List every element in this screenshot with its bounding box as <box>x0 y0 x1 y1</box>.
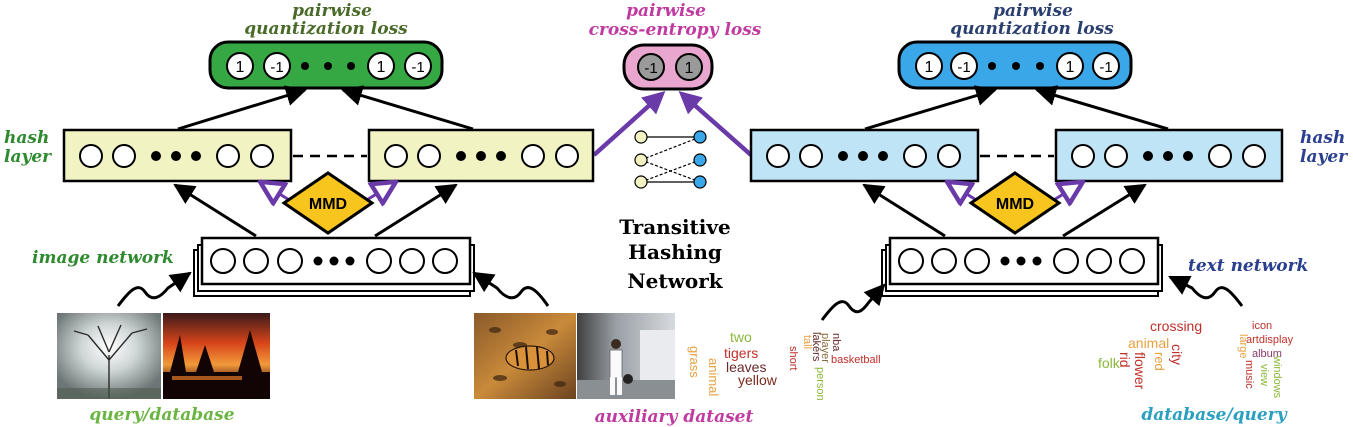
tag-word: tigers <box>724 345 758 361</box>
network-to-hash-arrows <box>173 183 1147 238</box>
db-word-cloud: crossing animal folk rid flower red city… <box>1098 318 1294 399</box>
hash-layer-label-right: hash <box>1300 128 1345 148</box>
mmd-label-right: MMD <box>996 196 1034 213</box>
tag-word: player <box>819 333 831 363</box>
right-loss-line1: pairwise <box>993 1 1073 21</box>
hash-layer-label-left: layer <box>4 147 52 167</box>
right-code-value: 1 <box>1066 59 1075 76</box>
left-code-box: 1 -1 1 -1 <box>208 40 444 90</box>
tag-word: view <box>1258 364 1270 386</box>
right-loss-line2: quantization loss <box>950 19 1114 39</box>
right-code-value: -1 <box>1099 59 1112 76</box>
title-line1: Transitive <box>619 215 731 239</box>
center-code-box: -1 1 <box>622 43 714 91</box>
auxiliary-dataset-label: auxiliary dataset <box>595 407 754 427</box>
hash-layer-label-right: layer <box>1300 147 1348 167</box>
cross-entropy-arrows <box>592 90 753 157</box>
aux-photo-player <box>577 313 675 399</box>
transitive-graph-icon <box>634 130 707 189</box>
tag-word: rid <box>1117 352 1133 368</box>
image-network <box>193 236 475 297</box>
hash-layer-right-a <box>749 128 980 183</box>
tag-word: tall <box>801 335 813 349</box>
tag-word: basketball <box>831 354 881 366</box>
tag-word: short <box>787 346 799 370</box>
tag-word: leaves <box>726 359 766 375</box>
hash-layer-left-b <box>367 128 595 183</box>
hash-layer-right-b <box>1054 128 1284 183</box>
database-query-label: database/query <box>1141 405 1287 425</box>
tag-word: two <box>730 329 752 345</box>
mmd-left: MMD <box>262 171 394 235</box>
tag-word: grass <box>687 346 702 378</box>
query-photo-sunset <box>163 313 270 399</box>
tag-word: crossing <box>1150 318 1202 334</box>
tag-word: nba <box>830 333 842 352</box>
tag-word: artdisplay <box>1246 334 1294 346</box>
left-code-value: 1 <box>377 59 386 76</box>
right-code-box: 1 -1 1 -1 <box>897 40 1133 90</box>
left-code-value: 1 <box>236 59 245 76</box>
left-loss-line1: pairwise <box>292 1 372 21</box>
left-loss-line2: quantization loss <box>244 19 408 39</box>
tag-word: folk <box>1098 355 1121 371</box>
tag-word: red <box>1152 352 1167 371</box>
query-database-label: query/database <box>89 405 234 425</box>
aux-photo-tiger <box>474 313 576 399</box>
text-network-label: text network <box>1188 256 1308 276</box>
tag-word: lakers <box>810 332 822 362</box>
tag-word: icon <box>1252 320 1272 332</box>
tag-word: album <box>1252 348 1282 360</box>
title-line3: Network <box>627 269 723 293</box>
left-code-value: -1 <box>270 59 283 76</box>
image-network-label: image network <box>32 248 174 268</box>
center-loss-line1: pairwise <box>626 1 706 21</box>
aux-word-cloud: two tigers leaves yellow grass animal ta… <box>687 329 881 401</box>
hash-to-loss-arrows <box>177 85 1169 131</box>
center-loss-label: pairwise cross-entropy loss <box>589 1 762 40</box>
tag-word: windows <box>1271 355 1283 399</box>
input-squiggle-arrows <box>116 271 1244 321</box>
left-code-value: -1 <box>411 59 424 76</box>
tag-word: city <box>1169 344 1185 365</box>
center-code-value: -1 <box>644 60 657 77</box>
tag-word: animal <box>706 358 721 396</box>
hash-layer-left-a <box>62 128 293 183</box>
right-code-value: -1 <box>957 59 970 76</box>
query-photo-tree <box>57 313 161 399</box>
hash-layer-label-left: hash <box>4 128 49 148</box>
tag-word: music <box>1243 360 1255 389</box>
center-code-value: 1 <box>685 60 694 77</box>
tag-word: yellow <box>738 372 778 388</box>
tag-word: animal <box>1128 335 1169 351</box>
network-title: Transitive Hashing Network <box>619 215 731 293</box>
tag-word: person <box>814 367 826 401</box>
right-loss-label: pairwise quantization loss <box>950 1 1114 39</box>
left-loss-label: pairwise quantization loss <box>244 1 408 39</box>
text-network <box>881 236 1163 297</box>
tag-word: flower <box>1132 352 1148 390</box>
right-code-value: 1 <box>925 59 934 76</box>
center-loss-line2: cross-entropy loss <box>589 20 762 40</box>
title-line2: Hashing <box>628 240 722 264</box>
mmd-right: MMD <box>949 171 1081 235</box>
mmd-label-left: MMD <box>309 196 347 213</box>
tag-word: large <box>1237 334 1249 358</box>
